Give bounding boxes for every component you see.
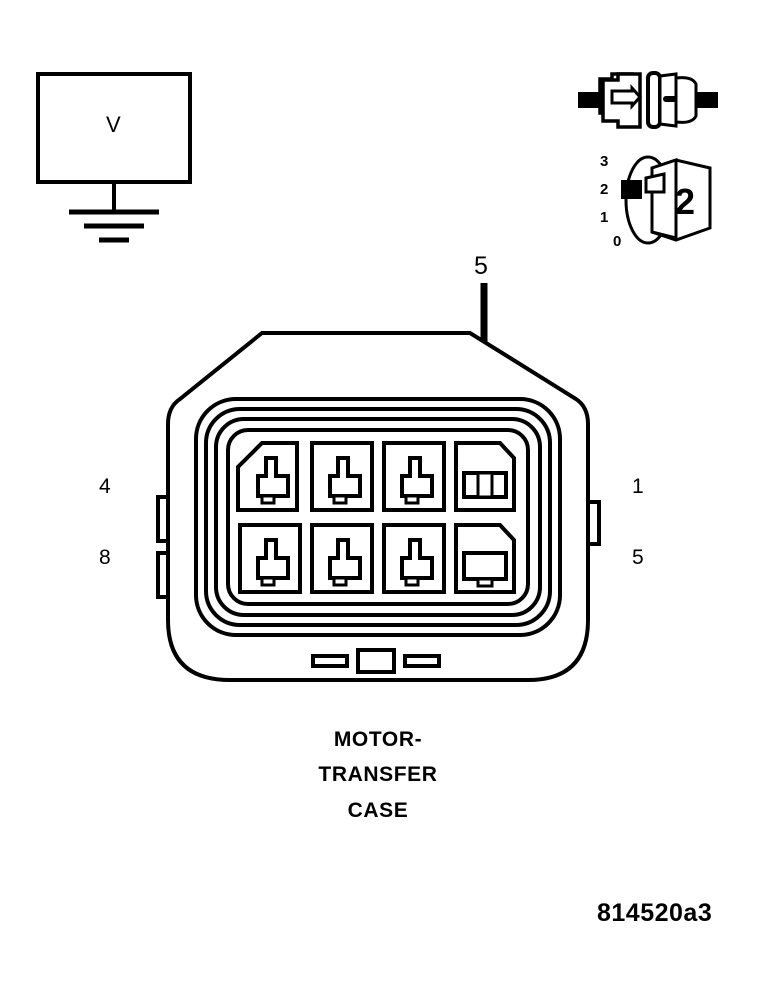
cavity-row1-col2[interactable] (310, 441, 374, 512)
terminal-foot (404, 576, 420, 587)
pin-label-bottom-right: 5 (632, 546, 644, 569)
dial-scale-label-2: 2 (600, 181, 609, 198)
dial-scale-label-1: 1 (600, 209, 609, 226)
terminal-foot (260, 576, 276, 587)
figure-id-label: 814520a3 (597, 899, 713, 927)
caption-line-1: MOTOR- (333, 728, 423, 751)
terminal-blade (462, 551, 508, 581)
terminal-foot (332, 576, 348, 587)
connector-housing-ring-4 (226, 428, 530, 606)
cavity-row1-col3[interactable] (382, 441, 446, 512)
terminal-foot (404, 494, 420, 505)
dial-knob-notch (644, 172, 666, 194)
voltmeter-body (36, 72, 192, 184)
cavity-row2-col2[interactable] (310, 523, 374, 594)
pin-label-top-left: 4 (99, 475, 111, 498)
dial-scale-label-0: 0 (613, 233, 622, 250)
terminal-foot (476, 577, 494, 588)
caption-line-2: TRANSFER (318, 763, 438, 786)
bottom-slot-center (356, 648, 396, 674)
inline-connector-icon (578, 71, 718, 129)
cavity-row2-col4[interactable] (454, 523, 516, 594)
connector-female-collar (646, 71, 662, 129)
connector-lead-right (696, 92, 718, 108)
connector-female-body (674, 76, 698, 124)
chassis-ground-icon (69, 209, 159, 243)
dial-scale-label-3: 3 (600, 153, 609, 170)
cavity-row2-col3[interactable] (382, 523, 446, 594)
pin-label-bottom-left: 8 (99, 546, 111, 569)
bottom-slot-left (311, 654, 349, 668)
pin-label-top-right: 1 (632, 475, 644, 498)
cavity-row1-col4[interactable] (454, 441, 516, 512)
connector-female-slot (663, 96, 677, 102)
caption-line-3: CASE (347, 799, 409, 822)
terminal-foot (260, 494, 276, 505)
range-selector-dial-icon (621, 155, 712, 245)
dial-knob-face (650, 157, 678, 240)
bottom-slot-right (403, 654, 441, 668)
dial-position-marker (621, 180, 642, 199)
connector-blade-detail (610, 84, 643, 110)
cavity-row2-col1[interactable] (238, 523, 302, 594)
callout-number: 5 (474, 252, 488, 280)
voltmeter-symbol-label: V (106, 112, 121, 137)
cavity-row1-col1[interactable] (236, 441, 299, 512)
dial-face-value: 2 (675, 181, 696, 222)
voltmeter-symbol (36, 72, 192, 243)
connector-drawing (156, 331, 601, 682)
connector-lead-left (578, 92, 600, 108)
terminal-foot (332, 494, 348, 505)
terminal-center-gap (476, 471, 494, 499)
